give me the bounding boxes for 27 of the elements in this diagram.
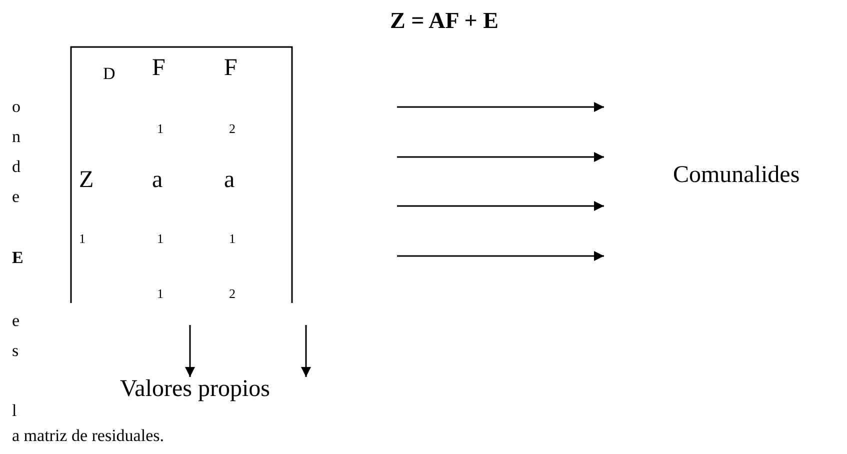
text-label: n [12, 128, 20, 145]
text-label: l [12, 402, 17, 419]
text-label: 1 [157, 122, 164, 135]
text-label: d [12, 158, 20, 175]
text-label: 1 [229, 232, 236, 245]
text-label: a [224, 168, 235, 192]
node-label: Comunalides [606, 90, 800, 260]
text-label: F [224, 56, 238, 80]
node-label: Valores propios [120, 377, 270, 401]
text-label: o [12, 98, 20, 115]
text-label: 1 [79, 232, 86, 245]
text-label: s [12, 342, 19, 359]
arrow [185, 325, 195, 377]
text-label: a matriz de residuales. [12, 427, 164, 444]
equation-title: Z = AF + E [390, 8, 498, 34]
text-label: e [12, 188, 20, 205]
arrow [301, 325, 311, 377]
text-label: F [152, 56, 166, 80]
text-label: E [12, 249, 24, 266]
text-label: Z [79, 168, 94, 192]
text-label: a [152, 168, 163, 192]
text-label: 2 [229, 122, 236, 135]
text-label: 1 [157, 287, 164, 300]
text-label: D [103, 65, 116, 82]
text-label: 2 [229, 287, 236, 300]
text-label: e [12, 312, 20, 329]
text-label: 1 [157, 232, 164, 245]
